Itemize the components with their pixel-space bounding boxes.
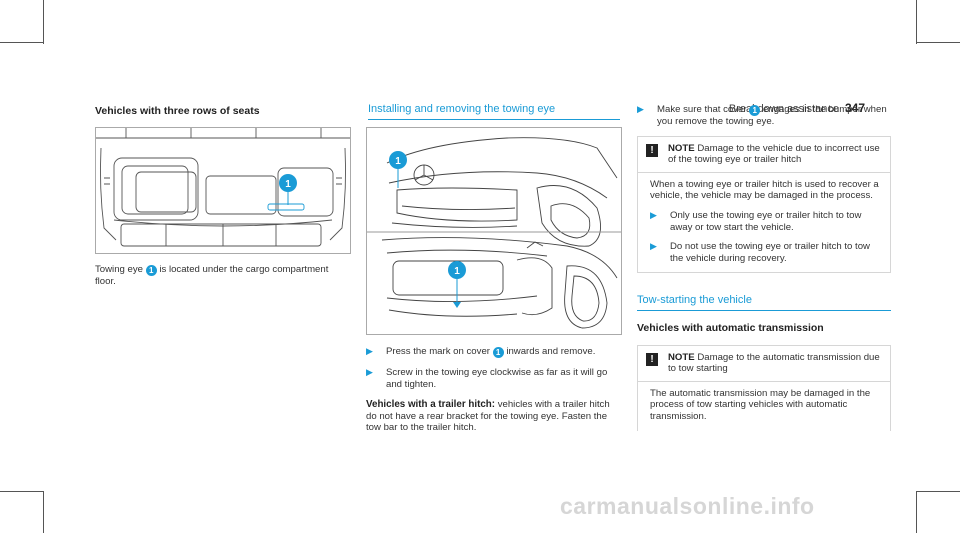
car-svg: 1 1 <box>367 137 621 329</box>
note-title: Damage to the vehicle due to incorrect u… <box>668 142 880 166</box>
crop-mark <box>43 0 44 44</box>
text-fragment: Press the mark on cover <box>386 346 490 357</box>
callout-1-badge: 1 <box>145 265 157 276</box>
crop-mark <box>916 42 960 43</box>
crop-mark <box>916 0 917 44</box>
callout-1-badge: 1 <box>749 105 761 116</box>
callout-1: 1 <box>285 179 291 190</box>
step-text: Screw in the towing eye clockwise as far… <box>386 367 608 390</box>
note-bullet: ▶ Only use the towing eye or trailer hit… <box>650 210 882 233</box>
crop-mark <box>0 491 44 492</box>
text-fragment: Make sure that cover <box>657 104 747 115</box>
cargo-svg: 1 <box>96 128 350 247</box>
step-item: ▶ Press the mark on cover 1 inwards and … <box>366 346 621 358</box>
cargo-floor-illustration: 1 <box>95 127 351 254</box>
text-fragment: Towing eye <box>95 264 143 275</box>
section-heading: Installing and removing the towing eye <box>368 103 620 120</box>
note-label: NOTE <box>668 351 695 363</box>
note-label: NOTE <box>668 142 695 154</box>
bullet-text: Do not use the towing eye or trailer hit… <box>670 241 870 264</box>
note-header: ! NOTE Damage to the automatic transmiss… <box>638 345 890 381</box>
step-arrow-icon: ▶ <box>637 104 644 114</box>
section-heading: Vehicles with three rows of seats <box>95 105 260 117</box>
bullet-text: Only use the towing eye or trailer hitch… <box>670 209 862 233</box>
crop-mark <box>0 42 44 43</box>
watermark: carmanualsonline.info <box>560 493 815 519</box>
step-arrow-icon: ▶ <box>366 346 373 356</box>
callout-1: 1 <box>395 156 401 167</box>
step-arrow-icon: ▶ <box>650 209 657 220</box>
page-number: 347 <box>844 101 865 115</box>
note-body: When a towing eye or trailer hitch is us… <box>638 171 890 273</box>
crop-mark <box>916 491 917 533</box>
note-text: When a towing eye or trailer hitch is us… <box>650 178 879 202</box>
trailer-label: Vehicles with a trailer hitch: <box>366 399 496 411</box>
note-body: The automatic transmission may be damage… <box>638 380 890 431</box>
trailer-paragraph: Vehicles with a trailer hitch: vehicles … <box>366 399 621 434</box>
text-fragment: engages in the bumper when you remove th… <box>657 104 887 127</box>
note-title: Damage to the automatic transmission due… <box>668 351 880 375</box>
section-heading: Tow-starting the vehicle <box>637 295 891 311</box>
crop-mark <box>43 491 44 533</box>
warning-icon: ! <box>646 143 658 157</box>
text-fragment: inwards and remove. <box>506 346 596 357</box>
warning-icon: ! <box>646 352 658 366</box>
crop-mark <box>916 491 960 492</box>
step-arrow-icon: ▶ <box>650 241 657 252</box>
callout-1-badge: 1 <box>492 347 504 358</box>
left-text: Towing eye 1 is located under the cargo … <box>95 264 350 288</box>
note-box: ! NOTE Damage to the automatic transmiss… <box>637 344 891 431</box>
note-text: The automatic transmission may be damage… <box>650 387 871 422</box>
step-item: ▶ Make sure that cover 1 engages in the … <box>637 104 891 128</box>
note-box: ! NOTE Damage to the vehicle due to inco… <box>637 135 891 274</box>
text-fragment: is located under the cargo compartment f… <box>95 264 329 287</box>
left-column: Vehicles with three rows of seats <box>95 105 350 118</box>
middle-column-heading: Installing and removing the towing eye <box>368 103 620 120</box>
note-bullet: ▶ Do not use the towing eye or trailer h… <box>650 241 882 264</box>
callout-1: 1 <box>454 266 460 277</box>
step-item: ▶ Screw in the towing eye clockwise as f… <box>366 367 621 390</box>
middle-steps: ▶ Press the mark on cover 1 inwards and … <box>366 346 621 434</box>
step-arrow-icon: ▶ <box>366 367 373 377</box>
trailer-text: vehicles with a trailer hitch do not hav… <box>366 399 610 434</box>
note-header: ! NOTE Damage to the vehicle due to inco… <box>638 136 890 172</box>
tow-eye-illustration: 1 1 <box>366 127 622 335</box>
subsection-heading: Vehicles with automatic transmission <box>637 321 824 334</box>
right-column: ▶ Make sure that cover 1 engages in the … <box>637 104 891 431</box>
